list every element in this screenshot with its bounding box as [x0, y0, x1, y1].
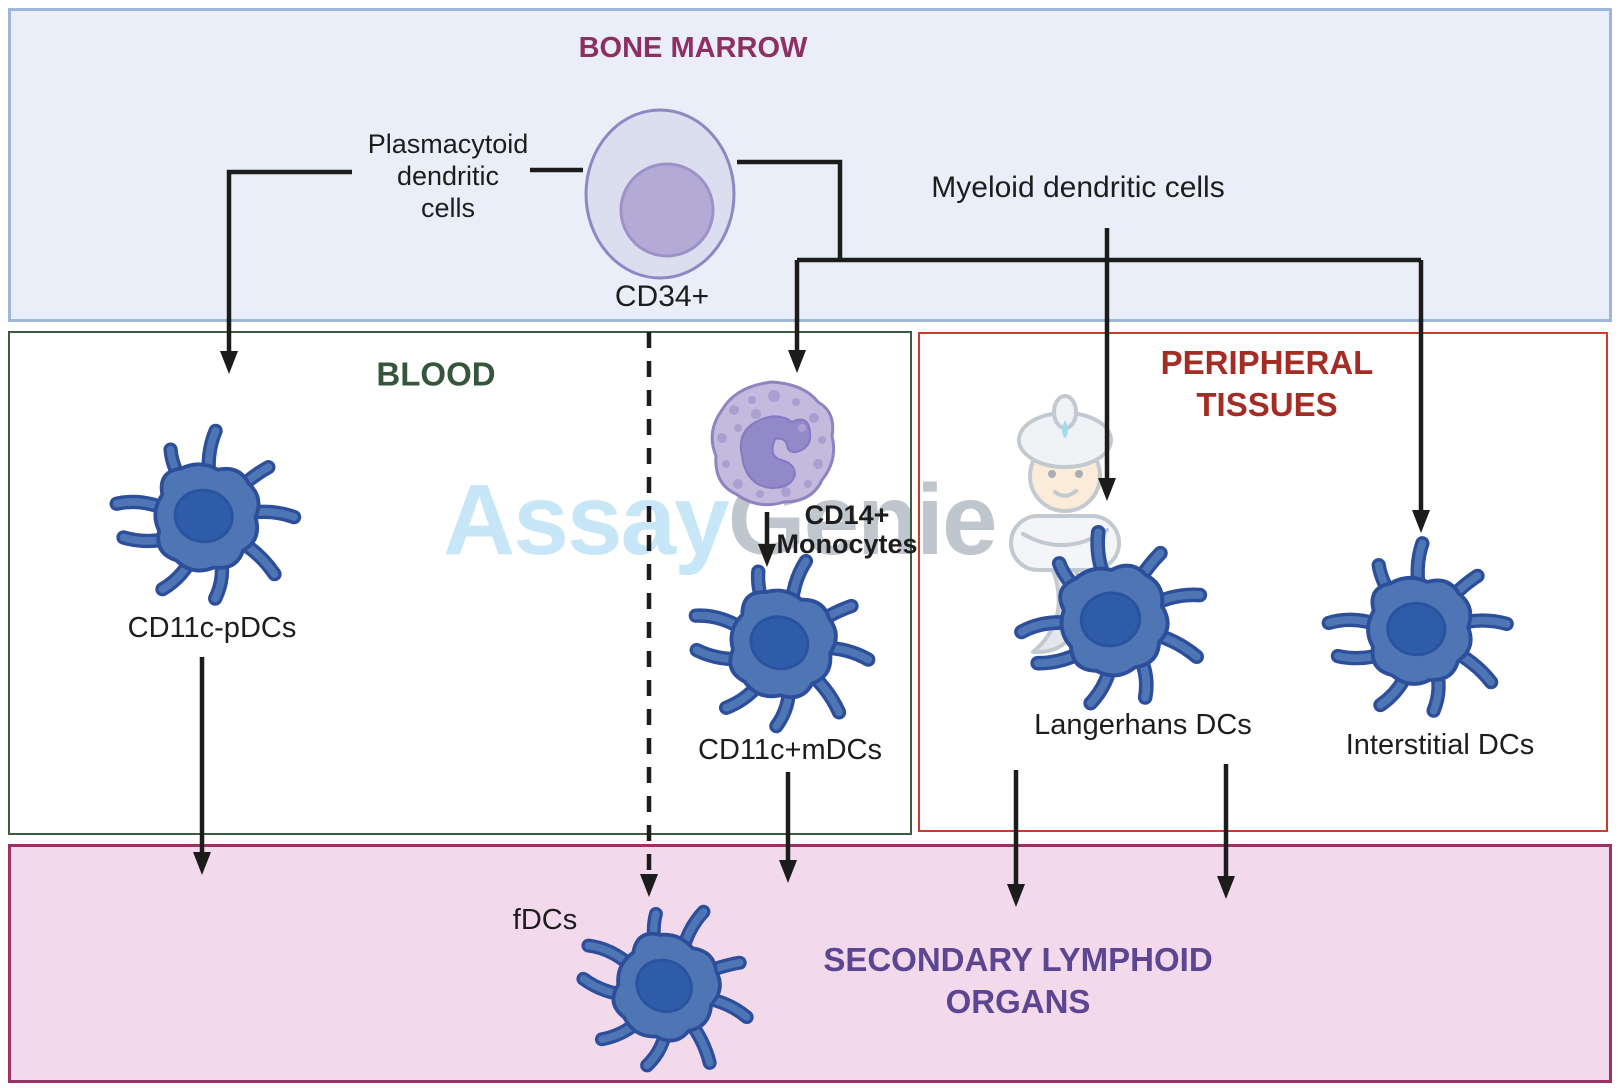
- plasmacytoid-dc-label: Plasmacytoid dendritic cells: [368, 129, 529, 225]
- lymphoid-title-line2: ORGANS: [945, 983, 1091, 1020]
- arrowhead-monocyte: [788, 350, 806, 373]
- peripheral-tissues-title: PERIPHERAL TISSUES: [1161, 342, 1374, 426]
- watermark-text: AssayGenie: [443, 470, 998, 570]
- peripheral-title-line1: PERIPHERAL: [1160, 344, 1374, 382]
- arrowhead-mdc: [758, 544, 776, 567]
- monocyte-cell: [710, 380, 836, 507]
- peripheral-title-line2: TISSUES: [1196, 386, 1338, 423]
- cd34-label: CD34+: [614, 280, 710, 314]
- arrowhead-pdc: [220, 351, 238, 374]
- cd14-label-line2: Monocytes: [776, 529, 918, 559]
- arrowhead-pdc-lymphoid: [193, 852, 211, 875]
- peripheral-tissues-region-box: [918, 332, 1608, 832]
- arrow-pdc-from-bone-marrow: [226, 169, 352, 355]
- interstitial-label: Interstitial DCs: [1345, 728, 1535, 761]
- plasmacytoid-label-line1: Plasmacytoid: [367, 129, 529, 160]
- secondary-lymphoid-region-box: [8, 844, 1612, 1083]
- cd14-label-line1: CD14+: [804, 499, 890, 530]
- blood-region-box: [8, 331, 912, 835]
- lymphoid-title-line1: SECONDARY LYMPHOID: [823, 941, 1213, 979]
- arrowhead-mdc-lymphoid: [779, 860, 797, 883]
- mdc-label: CD11c+mDCs: [698, 733, 882, 766]
- interstitial-cell: [1306, 521, 1530, 745]
- plasmacytoid-label-line2: dendritic: [396, 161, 500, 192]
- pdc-label: CD11c-pDCs: [127, 611, 297, 644]
- arrowhead-interstitial: [1412, 510, 1430, 533]
- arrowhead-langerhans: [1098, 478, 1116, 501]
- langerhans-label: Langerhans DCs: [1034, 708, 1252, 741]
- watermark-assay: Assay: [443, 464, 730, 576]
- fdc-label: fDCs: [512, 903, 578, 936]
- plasmacytoid-label-line3: cells: [420, 192, 476, 223]
- bone-marrow-region-box: [8, 8, 1612, 322]
- myeloid-dc-label: Myeloid dendritic cells: [931, 171, 1225, 205]
- cd14-monocytes-label: CD14+ Monocytes: [776, 499, 918, 559]
- secondary-lymphoid-title: SECONDARY LYMPHOID ORGANS: [823, 939, 1212, 1023]
- arrowhead-interstitial-lymphoid: [1217, 876, 1235, 899]
- arrowhead-fdc: [640, 874, 658, 897]
- blood-title: BLOOD: [376, 355, 496, 393]
- pdc-cell: [86, 401, 323, 638]
- bone-marrow-title: BONE MARROW: [578, 31, 808, 64]
- arrowhead-langerhans-lymphoid: [1007, 884, 1025, 907]
- cd34-stem-cell: [584, 108, 736, 280]
